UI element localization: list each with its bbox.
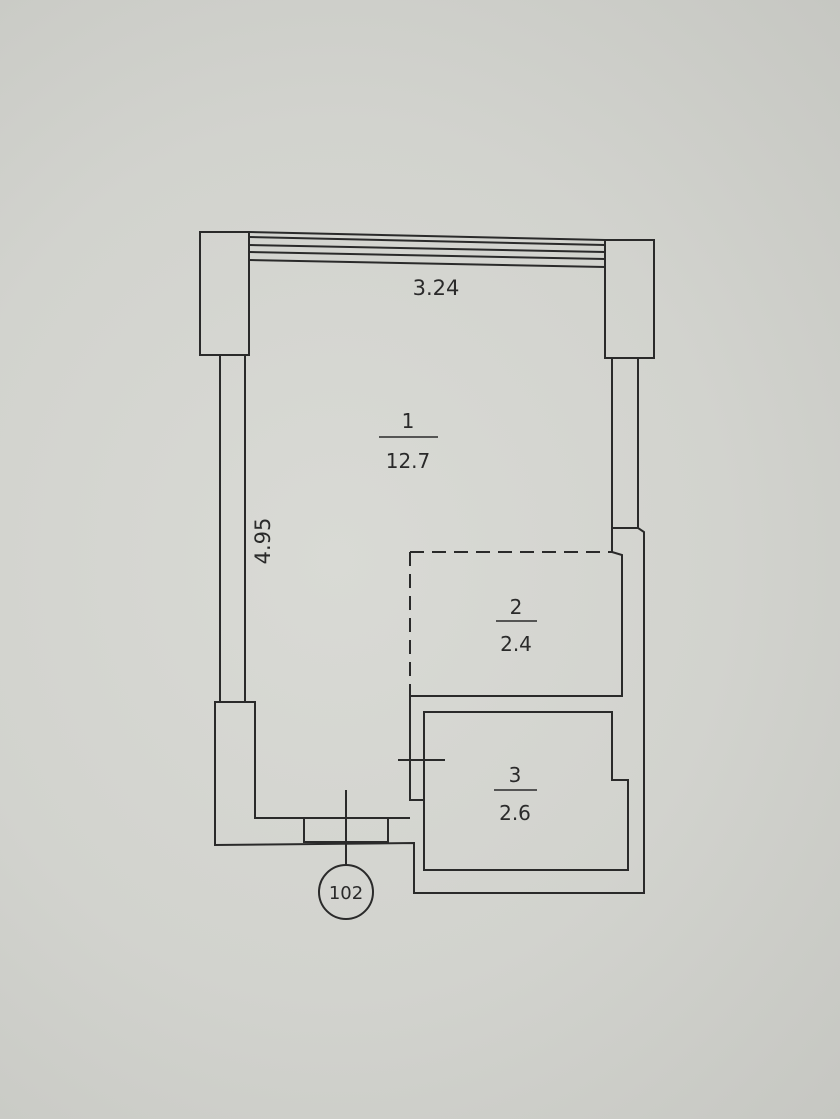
length-dimension: 4.95 bbox=[251, 518, 275, 565]
room-2-wall bbox=[410, 551, 623, 697]
pillar-top-right bbox=[604, 239, 655, 359]
window-line bbox=[248, 244, 606, 253]
window-line bbox=[248, 259, 606, 268]
window-right bbox=[611, 357, 639, 529]
wall-bottom-left bbox=[215, 701, 410, 819]
pillar-top-left bbox=[199, 231, 250, 356]
unit-tag-circle bbox=[318, 864, 374, 920]
room-3-wall bbox=[423, 711, 629, 871]
room-1-number: 1 bbox=[402, 409, 415, 433]
room-1-area: 12.7 bbox=[386, 449, 431, 473]
partition-wall bbox=[409, 696, 425, 801]
width-dimension: 3.24 bbox=[413, 276, 460, 300]
window-left bbox=[219, 354, 246, 703]
unit-tag-number: 102 bbox=[329, 883, 363, 904]
room-2-number: 2 bbox=[510, 595, 523, 619]
room-3-area: 2.6 bbox=[499, 801, 531, 825]
window-line bbox=[248, 251, 606, 260]
room-2-area: 2.4 bbox=[500, 632, 532, 656]
window-line bbox=[248, 236, 606, 246]
room-3-number: 3 bbox=[509, 763, 522, 787]
